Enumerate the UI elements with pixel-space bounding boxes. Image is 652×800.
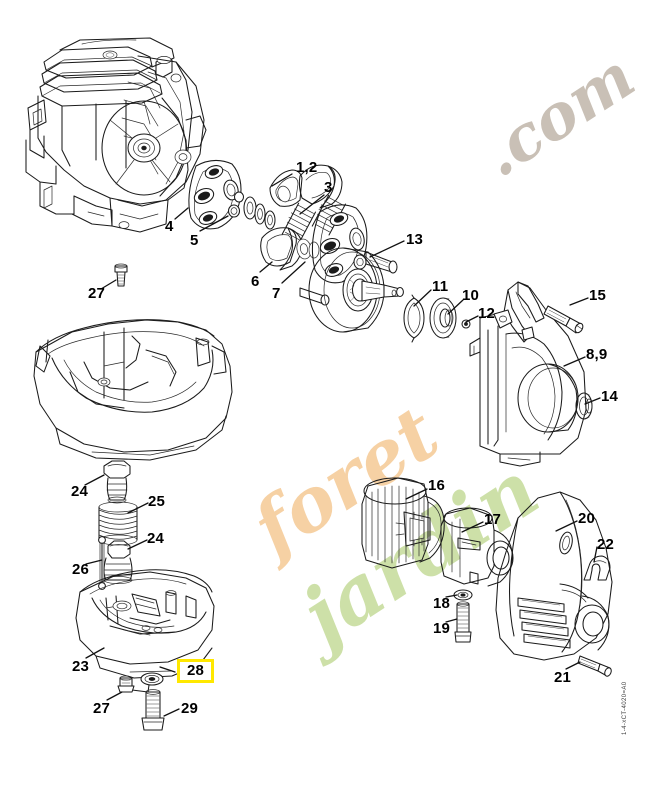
leader-line-25 <box>127 502 149 514</box>
oil-seal-ring <box>575 392 593 420</box>
retaining-clip <box>583 555 611 581</box>
leader-line-18 <box>445 594 458 598</box>
leader-line-28 <box>159 666 176 673</box>
callout-label-19: 19 <box>433 620 451 637</box>
clutch-shoe-pair <box>269 164 343 209</box>
leader-line-16 <box>405 488 428 500</box>
leader-line-20 <box>555 520 578 532</box>
callout-label-29: 29 <box>181 700 199 717</box>
callout-label-27: 27 <box>88 285 106 302</box>
locating-pin <box>461 319 471 329</box>
upper-fan-housing <box>33 319 233 461</box>
gearbox-housing <box>469 281 587 467</box>
leader-line-19 <box>445 618 458 623</box>
leader-line-27 <box>100 279 117 290</box>
callout-label-27: 27 <box>93 700 111 717</box>
leader-line-23 <box>85 647 105 659</box>
clamping-bushing <box>440 507 514 587</box>
leader-line-5 <box>199 215 229 232</box>
callout-label-24: 24 <box>71 483 89 500</box>
leader-line-12 <box>465 315 479 323</box>
lower-tank-housing <box>75 569 215 693</box>
leader-line-10 <box>447 299 464 315</box>
engine-crankcase-assembly <box>25 37 207 233</box>
callout-label-12: 12 <box>478 305 496 322</box>
corner-reference-code: 1-4-xCT-4020=A0 <box>622 681 628 735</box>
callout-label-18: 18 <box>433 595 451 612</box>
callout-label-3: 3 <box>324 179 333 196</box>
leader-line-21 <box>565 661 581 670</box>
leader-line-22 <box>593 546 598 563</box>
connecting-link-rod <box>98 536 106 590</box>
leader-line-17 <box>461 521 484 533</box>
leader-line-7 <box>281 261 306 284</box>
leader-line-8-9 <box>563 356 586 367</box>
leader-line-26 <box>85 559 103 565</box>
leader-line-24 <box>84 474 105 486</box>
chain-sprocket-cover <box>495 491 613 661</box>
callout-label-6: 6 <box>251 273 260 290</box>
clutch-pressure-plate <box>311 204 398 284</box>
callout-label-5: 5 <box>190 232 199 249</box>
leader-line-6 <box>259 261 273 273</box>
tank-screw-upper <box>114 263 128 287</box>
callout-label-17: 17 <box>484 511 502 528</box>
cheese-head-screw <box>454 601 472 643</box>
callout-label-20: 20 <box>578 510 596 527</box>
callout-label-8-9: 8,9 <box>586 346 608 363</box>
leader-line-13 <box>369 240 405 258</box>
callout-label-22: 22 <box>597 536 615 553</box>
leader-line-24 <box>127 539 148 550</box>
leader-line-11 <box>413 289 432 307</box>
callout-label-25: 25 <box>148 493 166 510</box>
leader-line-3 <box>299 194 325 215</box>
callout-label-10: 10 <box>462 287 480 304</box>
callout-label-23: 23 <box>72 658 90 675</box>
anti-vibration-buffer-upper <box>103 460 131 504</box>
leader-line-14 <box>584 397 601 405</box>
pan-head-screw-lower <box>117 675 135 693</box>
flat-washer <box>140 672 164 686</box>
leader-line-1-2 <box>271 173 293 187</box>
callout-label-28: 28 <box>177 659 215 683</box>
retaining-circlip <box>403 294 425 343</box>
callout-label-24: 24 <box>147 530 165 547</box>
clutch-washer-set <box>243 196 276 230</box>
leader-line-29 <box>163 708 180 717</box>
leader-line-4 <box>174 207 189 220</box>
leader-line-15 <box>569 297 589 306</box>
callout-label-14: 14 <box>601 388 619 405</box>
callout-label-15: 15 <box>589 287 607 304</box>
lock-washer <box>453 589 473 601</box>
callout-label-7: 7 <box>272 285 281 302</box>
clutch-drum-with-shaft <box>308 247 404 333</box>
callout-label-1-2: 1,2 <box>296 159 318 176</box>
hex-head-bolt <box>141 689 165 731</box>
callout-label-16: 16 <box>428 477 446 494</box>
callout-leader-lines <box>84 173 601 717</box>
housing-screw <box>543 305 584 334</box>
clutch-shoe-lower <box>260 227 320 271</box>
clutch-carrier-plate <box>188 159 245 230</box>
cover-screw <box>577 655 612 677</box>
callout-label-13: 13 <box>406 231 424 248</box>
callout-label-4: 4 <box>165 218 174 235</box>
callout-label-21: 21 <box>554 669 572 686</box>
callout-label-26: 26 <box>72 561 90 578</box>
leader-line-27 <box>106 691 123 701</box>
callout-label-11: 11 <box>432 278 449 295</box>
grooved-ball-bearing <box>429 297 457 339</box>
